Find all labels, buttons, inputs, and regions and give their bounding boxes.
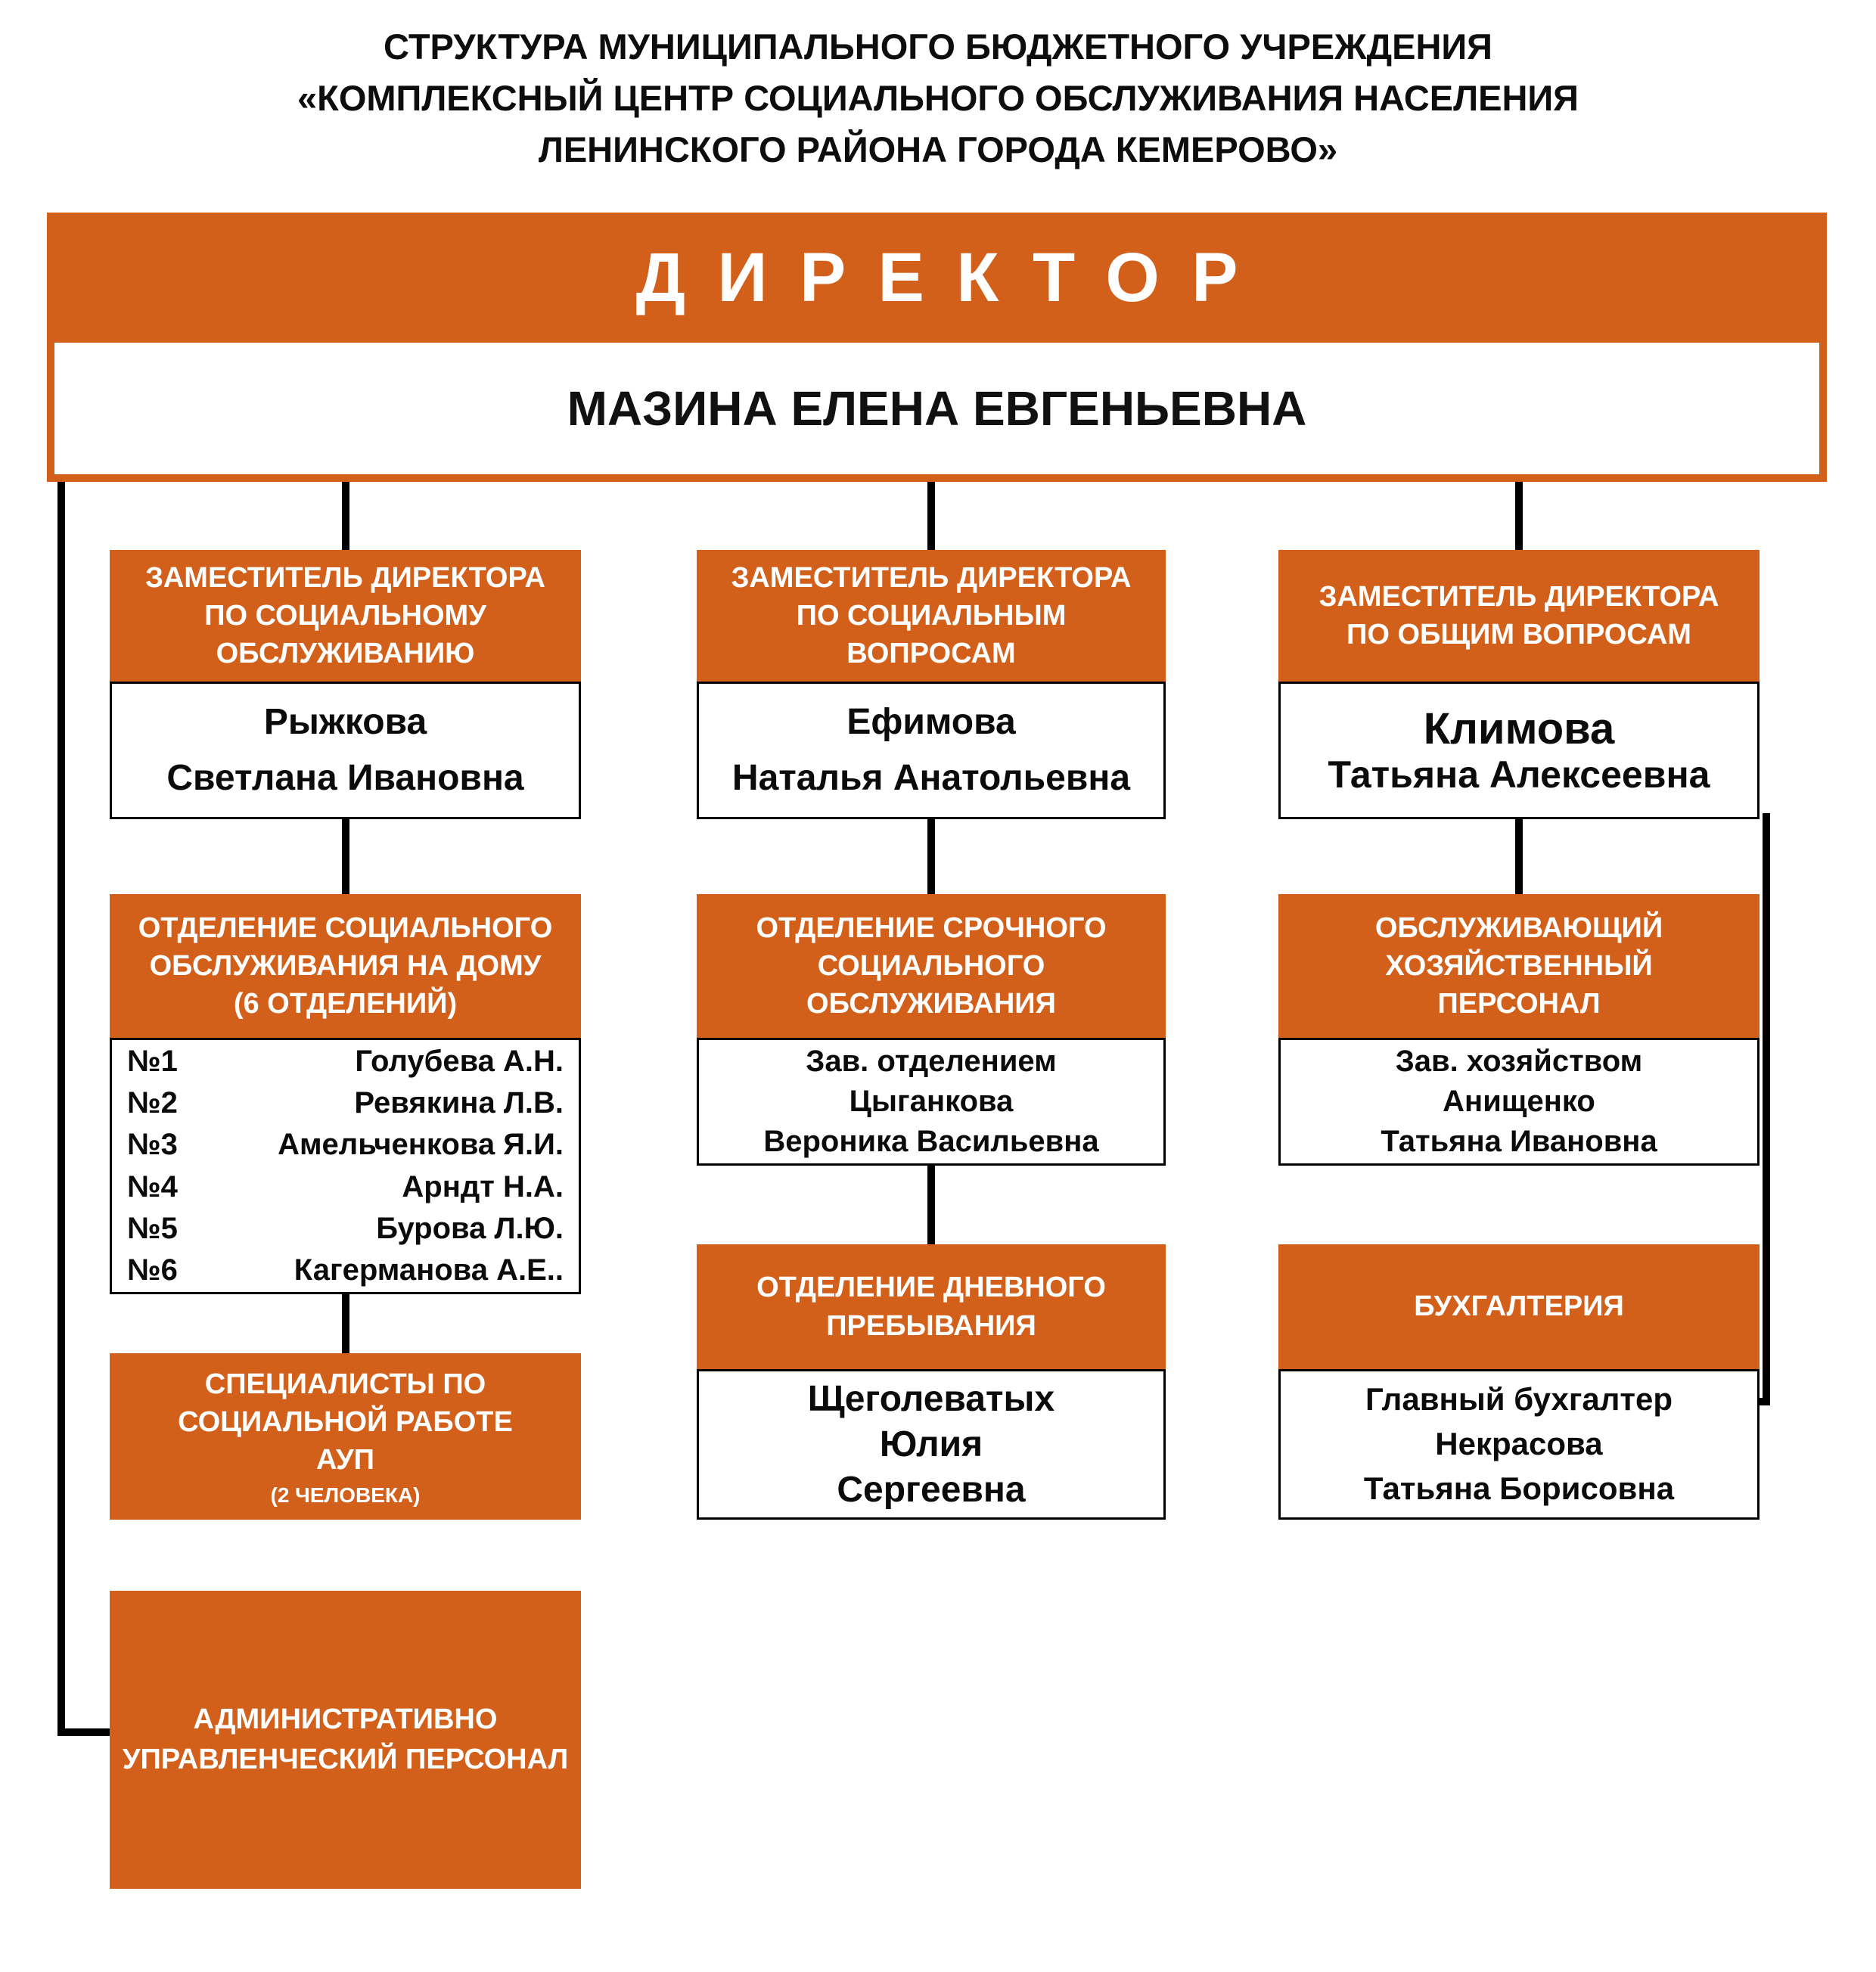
deputy-general-issues-box: ЗАМЕСТИТЕЛЬ ДИРЕКТОРА ПО ОБЩИМ ВОПРОСАМ …: [1278, 550, 1760, 819]
director-name: МАЗИНА ЕЛЕНА ЕВГЕНЬЕВНА: [54, 343, 1819, 474]
connector-left-route-vertical: [57, 480, 65, 1736]
unit-head-name: Кагерманова А.Е..: [294, 1253, 564, 1287]
home-care-unit-list: №1 Голубева А.Н. №2 Ревякина Л.В. №3 Аме…: [110, 1038, 581, 1294]
page-title: СТРУКТУРА МУНИЦИПАЛЬНОГО БЮДЖЕТНОГО УЧРЕ…: [0, 21, 1876, 175]
deputy-social-service-title: ЗАМЕСТИТЕЛЬ ДИРЕКТОРА ПО СОЦИАЛЬНОМУ ОБС…: [110, 550, 581, 682]
social-work-specialists-title: СПЕЦИАЛИСТЫ ПО СОЦИАЛЬНОЙ РАБОТЕ АУП: [178, 1368, 513, 1477]
day-stay-department-title: ОТДЕЛЕНИЕ ДНЕВНОГО ПРЕБЫВАНИЯ: [697, 1244, 1166, 1369]
accounting-title: БУХГАЛТЕРИЯ: [1278, 1244, 1760, 1369]
unit-number: №1: [127, 1044, 178, 1078]
household-personnel-box: ОБСЛУЖИВАЮЩИЙ ХОЗЯЙСТВЕННЫЙ ПЕРСОНАЛ Зав…: [1278, 894, 1760, 1166]
accounting-box: БУХГАЛТЕРИЯ Главный бухгалтер Некрасова …: [1278, 1244, 1760, 1520]
connector-left-route-horizontal: [57, 1728, 114, 1736]
unit-number: №3: [127, 1128, 178, 1162]
unit-number: №6: [127, 1253, 178, 1287]
deputy-general-issues-title: ЗАМЕСТИТЕЛЬ ДИРЕКТОРА ПО ОБЩИМ ВОПРОСАМ: [1278, 550, 1760, 682]
unit-number: №5: [127, 1211, 178, 1245]
connector-director-deputy1: [342, 479, 349, 551]
connector-deputy2-urgent: [927, 819, 935, 896]
accounting-head-name: Главный бухгалтер Некрасова Татьяна Бори…: [1278, 1369, 1760, 1520]
connector-director-deputy3: [1515, 479, 1523, 551]
connector-homecare-specialists: [342, 1294, 349, 1355]
deputy-general-issues-surname: Климова: [1423, 703, 1615, 753]
unit-number: №4: [127, 1169, 178, 1203]
unit-row: №5 Бурова Л.Ю.: [112, 1208, 579, 1250]
deputy-social-issues-name: Ефимова Наталья Анатольевна: [697, 682, 1166, 819]
connector-urgent-daycare: [927, 1166, 935, 1246]
unit-row: №1 Голубева А.Н.: [112, 1041, 579, 1082]
day-stay-department-head-name: Щеголеватых Юлия Сергеевна: [697, 1369, 1166, 1520]
director-role-label: ДИРЕКТОР: [635, 238, 1270, 316]
administrative-personnel-title: АДМИНИСТРАТИВНО УПРАВЛЕНЧЕСКИЙ ПЕРСОНАЛ: [122, 1703, 569, 1775]
unit-head-name: Голубева А.Н.: [355, 1044, 564, 1078]
household-personnel-head-name: Зав. хозяйством Анищенко Татьяна Ивановн…: [1278, 1038, 1760, 1166]
deputy-social-service-box: ЗАМЕСТИТЕЛЬ ДИРЕКТОРА ПО СОЦИАЛЬНОМУ ОБС…: [110, 550, 581, 819]
unit-head-name: Ревякина Л.В.: [354, 1086, 564, 1120]
deputy-social-issues-title: ЗАМЕСТИТЕЛЬ ДИРЕКТОРА ПО СОЦИАЛЬНЫМ ВОПР…: [697, 550, 1166, 682]
unit-row: №6 Кагерманова А.Е..: [112, 1250, 579, 1291]
urgent-social-service-title: ОТДЕЛЕНИЕ СРОЧНОГО СОЦИАЛЬНОГО ОБСЛУЖИВА…: [697, 894, 1166, 1038]
deputy-social-service-name: Рыжкова Светлана Ивановна: [110, 682, 581, 819]
deputy-social-issues-box: ЗАМЕСТИТЕЛЬ ДИРЕКТОРА ПО СОЦИАЛЬНЫМ ВОПР…: [697, 550, 1166, 819]
deputy-general-issues-name: Климова Татьяна Алексеевна: [1278, 682, 1760, 819]
unit-row: №3 Амельченкова Я.И.: [112, 1124, 579, 1166]
connector-right-route-vertical: [1763, 813, 1770, 1405]
social-work-specialists-count: (2 ЧЕЛОВЕКА): [270, 1483, 421, 1508]
social-work-specialists-box: СПЕЦИАЛИСТЫ ПО СОЦИАЛЬНОЙ РАБОТЕ АУП (2 …: [110, 1353, 581, 1520]
urgent-social-service-box: ОТДЕЛЕНИЕ СРОЧНОГО СОЦИАЛЬНОГО ОБСЛУЖИВА…: [697, 894, 1166, 1166]
urgent-social-service-head-name: Зав. отделением Цыганкова Вероника Васил…: [697, 1038, 1166, 1166]
unit-head-name: Бурова Л.Ю.: [376, 1211, 564, 1245]
home-care-department-box: ОТДЕЛЕНИЕ СОЦИАЛЬНОГО ОБСЛУЖИВАНИЯ НА ДО…: [110, 894, 581, 1294]
day-stay-department-box: ОТДЕЛЕНИЕ ДНЕВНОГО ПРЕБЫВАНИЯ Щеголеваты…: [697, 1244, 1166, 1520]
household-personnel-title: ОБСЛУЖИВАЮЩИЙ ХОЗЯЙСТВЕННЫЙ ПЕРСОНАЛ: [1278, 894, 1760, 1038]
connector-director-deputy2: [927, 479, 935, 551]
unit-row: №4 Арндт Н.А.: [112, 1166, 579, 1208]
connector-deputy3-household: [1515, 819, 1523, 896]
deputy-general-issues-given-name: Татьяна Алексеевна: [1328, 753, 1710, 797]
title-line-1: СТРУКТУРА МУНИЦИПАЛЬНОГО БЮДЖЕТНОГО УЧРЕ…: [384, 26, 1492, 67]
title-line-2: «КОМПЛЕКСНЫЙ ЦЕНТР СОЦИАЛЬНОГО ОБСЛУЖИВА…: [297, 78, 1579, 119]
home-care-department-title: ОТДЕЛЕНИЕ СОЦИАЛЬНОГО ОБСЛУЖИВАНИЯ НА ДО…: [110, 894, 581, 1038]
administrative-personnel-box: АДМИНИСТРАТИВНО УПРАВЛЕНЧЕСКИЙ ПЕРСОНАЛ: [110, 1591, 581, 1889]
connector-deputy1-homecare: [342, 819, 349, 896]
unit-head-name: Арндт Н.А.: [402, 1169, 564, 1203]
unit-row: №2 Ревякина Л.В.: [112, 1082, 579, 1124]
unit-number: №2: [127, 1086, 178, 1120]
director-box: ДИРЕКТОР МАЗИНА ЕЛЕНА ЕВГЕНЬЕВНА: [47, 213, 1827, 482]
unit-head-name: Амельченкова Я.И.: [278, 1128, 564, 1162]
title-line-3: ЛЕНИНСКОГО РАЙОНА ГОРОДА КЕМЕРОВО»: [538, 129, 1338, 170]
